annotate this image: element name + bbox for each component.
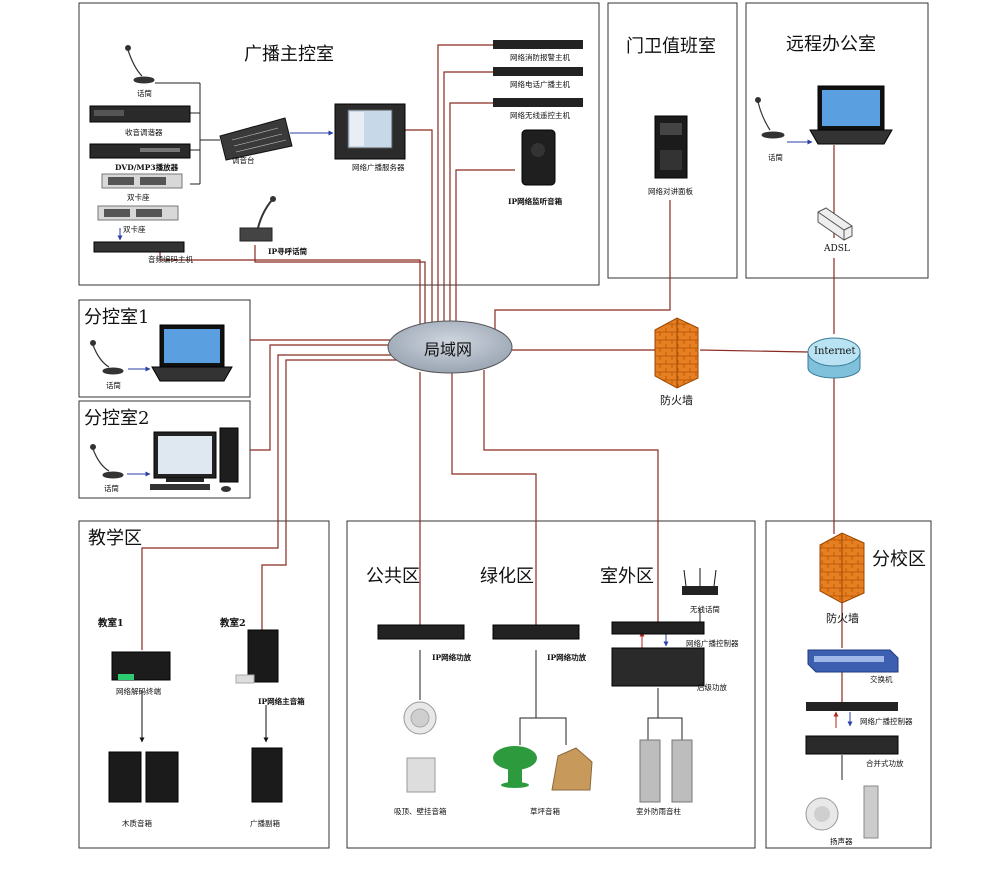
outdoor-column-label: 室外防雨音柱 xyxy=(636,807,681,816)
zone-title-outdoor: 室外区 xyxy=(600,566,654,587)
room-title-guard: 门卫值班室 xyxy=(626,36,716,57)
mixer-label: 调音台 xyxy=(232,156,255,165)
room-title-main-control: 广播主控室 xyxy=(244,44,334,65)
fire-alarm-host-label: 网络消防报警主机 xyxy=(510,53,570,62)
bc-controller-out-label: 网络广播控制器 xyxy=(686,639,739,648)
box-public-green-outdoor xyxy=(346,520,756,849)
zone-title-public: 公共区 xyxy=(366,566,420,587)
branch-devices xyxy=(805,649,899,839)
box-guard xyxy=(607,2,738,279)
firewall-main-shape xyxy=(654,317,699,389)
room-title-sub1: 分控室1 xyxy=(84,307,150,328)
pc-sub2-shape xyxy=(150,427,239,492)
mic-sub2-shape xyxy=(90,444,124,479)
amp-public-label: IP网络功放 xyxy=(432,653,472,662)
mic-remote-shape xyxy=(755,97,785,139)
loudspeaker-label: 扬声器 xyxy=(830,837,853,846)
box-teaching xyxy=(78,520,330,849)
mic-sub1-shape xyxy=(90,340,124,375)
internet-cylinder xyxy=(807,337,861,379)
intercom-panel-label: 网络对讲面板 xyxy=(648,187,693,196)
merge-amp-label: 合并式功放 xyxy=(866,759,904,768)
laptop-remote-shape xyxy=(809,85,893,145)
box-remote-office xyxy=(745,2,929,279)
adsl-shape xyxy=(817,207,853,241)
dual-deck2-label: 双卡座 xyxy=(123,225,146,234)
tuner-label: 收音调谐器 xyxy=(125,128,163,137)
network-links xyxy=(141,44,843,702)
sub-speaker-label: 广播副箱 xyxy=(250,819,280,828)
monitor-speaker-label: IP网络监听音箱 xyxy=(508,197,563,206)
lan-ellipse xyxy=(387,320,513,374)
box-sub1 xyxy=(78,299,251,398)
classroom1-label: 教室1 xyxy=(98,618,124,629)
firewall-label: 防火墙 xyxy=(660,394,693,407)
wireless-mic-label: 无线话筒 xyxy=(690,605,720,614)
box-branch xyxy=(765,520,932,849)
amp-green-label: IP网络功放 xyxy=(547,653,587,662)
ip-main-speaker-label: IP网络主音箱 xyxy=(258,697,305,706)
firewall-branch-shape xyxy=(819,532,865,604)
firewall-branch-label: 防火墙 xyxy=(826,612,859,625)
decoder-label: 网络解码终端 xyxy=(116,687,161,696)
classroom2-label: 教室2 xyxy=(220,618,246,629)
mic-remote-label: 话筒 xyxy=(768,153,783,162)
bc-controller-branch-label: 网络广播控制器 xyxy=(860,717,913,726)
room-title-remote-office: 远程办公室 xyxy=(786,34,876,55)
server-label: 网络广播服务器 xyxy=(352,163,405,172)
zone-devices xyxy=(377,568,718,803)
laptop-sub1-shape xyxy=(151,324,233,382)
main-room-wiring xyxy=(117,82,853,780)
ip-paging-mic-label: IP寻呼话筒 xyxy=(268,247,308,256)
mic-main-shape xyxy=(125,45,155,84)
ip-paging-mic-shape xyxy=(239,196,276,242)
room-title-teaching: 教学区 xyxy=(88,528,142,549)
mic-main-label: 话筒 xyxy=(137,89,152,98)
teaching-devices xyxy=(108,629,283,803)
dual-deck1-label: 双卡座 xyxy=(127,193,150,202)
room-title-branch: 分校区 xyxy=(872,549,926,570)
phone-host-label: 网络电话广播主机 xyxy=(510,80,570,89)
mic-sub2-label: 话筒 xyxy=(104,484,119,493)
mic-sub1-label: 话筒 xyxy=(106,381,121,390)
encoder-label: 音频编码主机 xyxy=(148,255,193,264)
wood-speaker-label: 木质音箱 xyxy=(122,819,152,828)
adsl-label: ADSL xyxy=(824,244,850,254)
dvd-label: DVD/MP3播放器 xyxy=(115,163,179,172)
lawn-speaker-label: 草坪音箱 xyxy=(530,807,560,816)
rear-amp-label: 后级功放 xyxy=(697,683,727,692)
rack-devices-main xyxy=(89,40,688,253)
zone-title-green: 绿化区 xyxy=(480,566,534,587)
internet-label: Internet xyxy=(814,346,856,357)
room-title-sub2: 分控室2 xyxy=(84,408,150,429)
lan-label: 局域网 xyxy=(424,340,473,359)
box-main-control xyxy=(78,2,600,286)
wireless-host-label: 网络无线遥控主机 xyxy=(510,111,570,120)
mic-shapes xyxy=(90,45,785,479)
switch-label: 交换机 xyxy=(870,675,893,684)
ceiling-speaker-label: 吸顶、壁挂音箱 xyxy=(394,807,447,816)
